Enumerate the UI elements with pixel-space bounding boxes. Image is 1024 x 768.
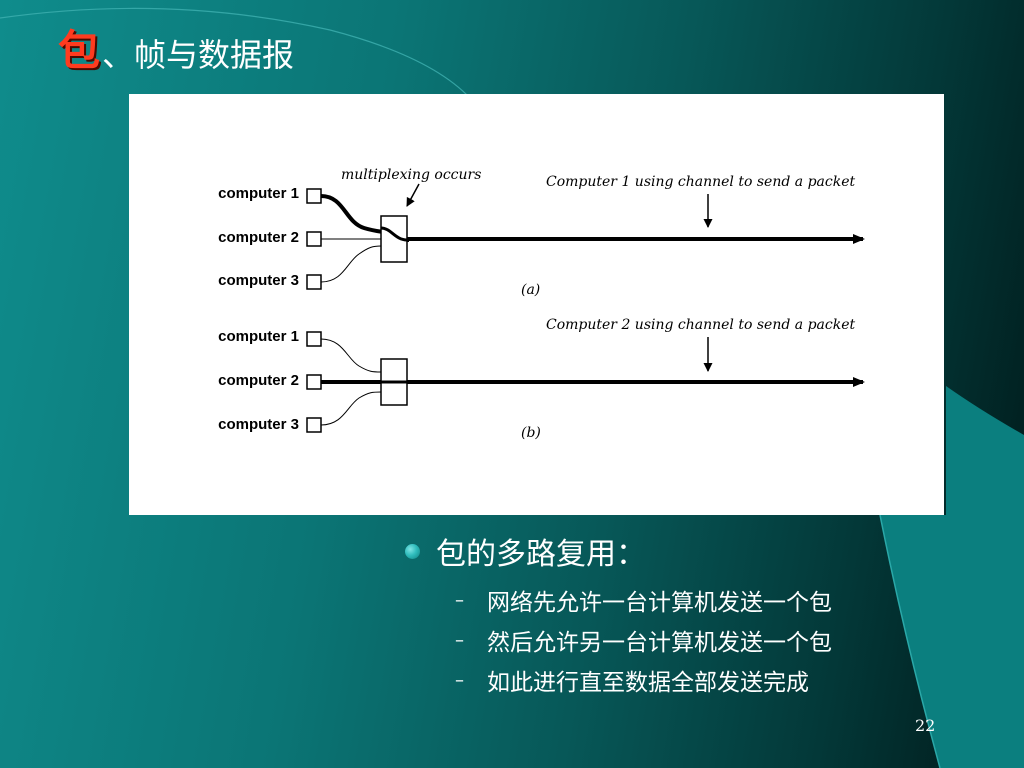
panel-b-link-3: [320, 391, 382, 426]
sub-bullet-text: 然后允许另一台计算机发送一个包: [487, 630, 832, 656]
slide-title: 包 、帧与数据报: [58, 18, 294, 78]
diagram-svg: multiplexing occurs Computer 1 using cha…: [218, 167, 865, 441]
panel-b-link-1: [320, 338, 382, 373]
sub-bullet-text: 如此进行直至数据全部发送完成: [487, 670, 809, 696]
sub-bullet-list: – 网络先允许一台计算机发送一个包 – 然后允许另一台计算机发送一个包 – 如此…: [405, 580, 832, 700]
title-text: 、帧与数据报: [102, 36, 295, 74]
panel-a-caption: Computer 1 using channel to send a packe…: [546, 174, 855, 190]
page-number: 22: [915, 716, 936, 735]
dash-icon: –: [455, 629, 464, 651]
title-keyword: 包: [58, 26, 101, 75]
dash-icon: –: [455, 669, 464, 691]
panel-b-computer-2-node: [306, 374, 322, 390]
sub-bullet: – 如此进行直至数据全部发送完成: [455, 660, 832, 700]
bullet-list: 包的多路复用： – 网络先允许一台计算机发送一个包 – 然后允许另一台计算机发送…: [405, 528, 832, 700]
panel-a-computer-1-node: [306, 188, 322, 204]
bullet-main: 包的多路复用：: [405, 528, 832, 574]
panel-b-computer-3-label: computer 3: [218, 416, 299, 433]
panel-b-computer-3-node: [306, 417, 322, 433]
panel-a-computer-2-label: computer 2: [218, 229, 299, 246]
sub-bullet-text: 网络先允许一台计算机发送一个包: [487, 590, 832, 616]
panel-a-tag: (a): [521, 282, 540, 298]
panel-a-computer-3-label: computer 3: [218, 272, 299, 289]
multiplex-pointer-arrow: [406, 183, 420, 207]
panel-b-computer-2-label: computer 2: [218, 372, 299, 389]
panel-a-mux-path: [380, 226, 408, 242]
bullet-main-text: 包的多路复用：: [436, 537, 646, 572]
multiplex-label: multiplexing occurs: [341, 167, 481, 183]
panel-b-computer-1-label: computer 1: [218, 328, 299, 345]
panel-b-tag: (b): [521, 425, 541, 441]
multiplexing-diagram: multiplexing occurs Computer 1 using cha…: [129, 94, 944, 515]
panel-b-computer-1-node: [306, 331, 322, 347]
panel-a-link-3: [320, 245, 382, 283]
panel-a-computer-1-label: computer 1: [218, 185, 299, 202]
panel-a-computer-2-node: [306, 231, 322, 247]
bullet-dot-icon: [405, 543, 420, 559]
sub-bullet: – 然后允许另一台计算机发送一个包: [455, 620, 832, 660]
dash-icon: –: [455, 589, 464, 611]
panel-a-computer-3-node: [306, 274, 322, 290]
sub-bullet: – 网络先允许一台计算机发送一个包: [455, 580, 832, 620]
panel-b-caption: Computer 2 using channel to send a packe…: [546, 317, 855, 333]
